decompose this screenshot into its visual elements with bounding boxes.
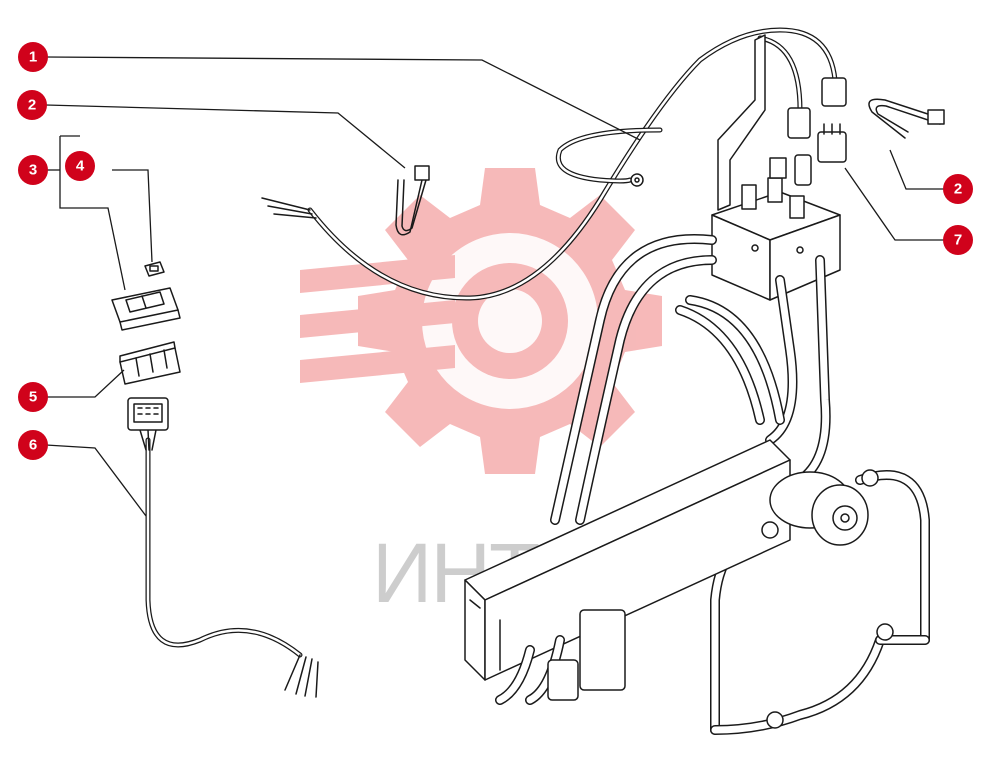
svg-text:5: 5 <box>29 389 37 406</box>
svg-text:4: 4 <box>76 158 85 175</box>
callout-2-right: 2 <box>943 174 973 204</box>
rocker-switch-3 <box>111 287 181 331</box>
svg-text:7: 7 <box>954 232 962 249</box>
watermark-logo <box>300 168 662 474</box>
cable-harness-6 <box>127 397 319 698</box>
callout-7: 7 <box>943 225 973 255</box>
svg-text:6: 6 <box>29 437 37 454</box>
callout-4: 4 <box>65 151 95 181</box>
indicator-lens-4 <box>144 261 165 277</box>
cylinder-housing <box>464 439 791 681</box>
svg-text:1: 1 <box>29 49 37 66</box>
connector-housing-5 <box>119 341 181 385</box>
svg-text:2: 2 <box>954 181 962 198</box>
callout-3: 3 <box>18 155 48 185</box>
svg-text:3: 3 <box>29 162 37 179</box>
callout-1: 1 <box>18 42 48 72</box>
callout-5: 5 <box>18 382 48 412</box>
callout-2-left: 2 <box>17 90 47 120</box>
cable-tie-2a <box>395 165 430 236</box>
valve-block <box>711 154 841 301</box>
pump-motor <box>769 471 869 546</box>
main-cable-1 <box>261 27 847 301</box>
mounting-bracket <box>717 34 766 211</box>
hose-couplings <box>495 469 894 729</box>
callout-6: 6 <box>18 430 48 460</box>
svg-text:2: 2 <box>28 97 36 114</box>
leader-lines <box>45 56 945 517</box>
cable-tie-2b <box>868 98 945 139</box>
